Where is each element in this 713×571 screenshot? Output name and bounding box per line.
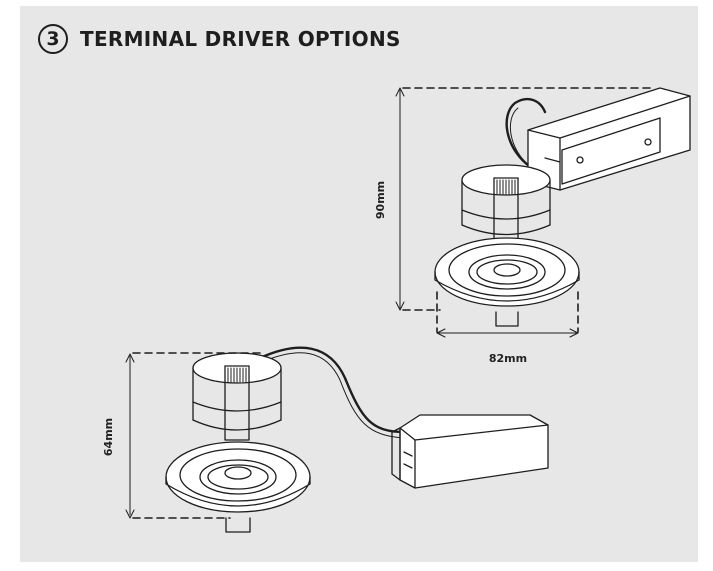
top-dimension-lines	[402, 87, 651, 333]
bottom-dimension-arrows	[125, 353, 135, 519]
top-bezel	[434, 237, 580, 327]
diagram-panel: 3 TERMINAL DRIVER OPTIONS	[20, 6, 698, 562]
top-can-body	[461, 164, 551, 247]
bottom-bezel	[165, 441, 311, 533]
top-dimension-arrows	[395, 87, 579, 338]
bottom-can-body	[192, 352, 282, 441]
bottom-dimension-lines	[132, 352, 266, 519]
section-heading: 3 TERMINAL DRIVER OPTIONS	[38, 24, 401, 54]
top-driver-box	[527, 87, 691, 191]
top-downlight-drawing	[434, 87, 691, 327]
bottom-driver-box	[391, 414, 549, 489]
section-title: TERMINAL DRIVER OPTIONS	[80, 27, 401, 51]
dimension-label-height-top: 90mm	[374, 181, 387, 219]
step-number-badge: 3	[38, 24, 68, 54]
dimension-label-width-top: 82mm	[489, 352, 527, 365]
bottom-downlight-drawing	[165, 346, 549, 533]
dimension-label-height-bottom: 64mm	[102, 418, 115, 456]
